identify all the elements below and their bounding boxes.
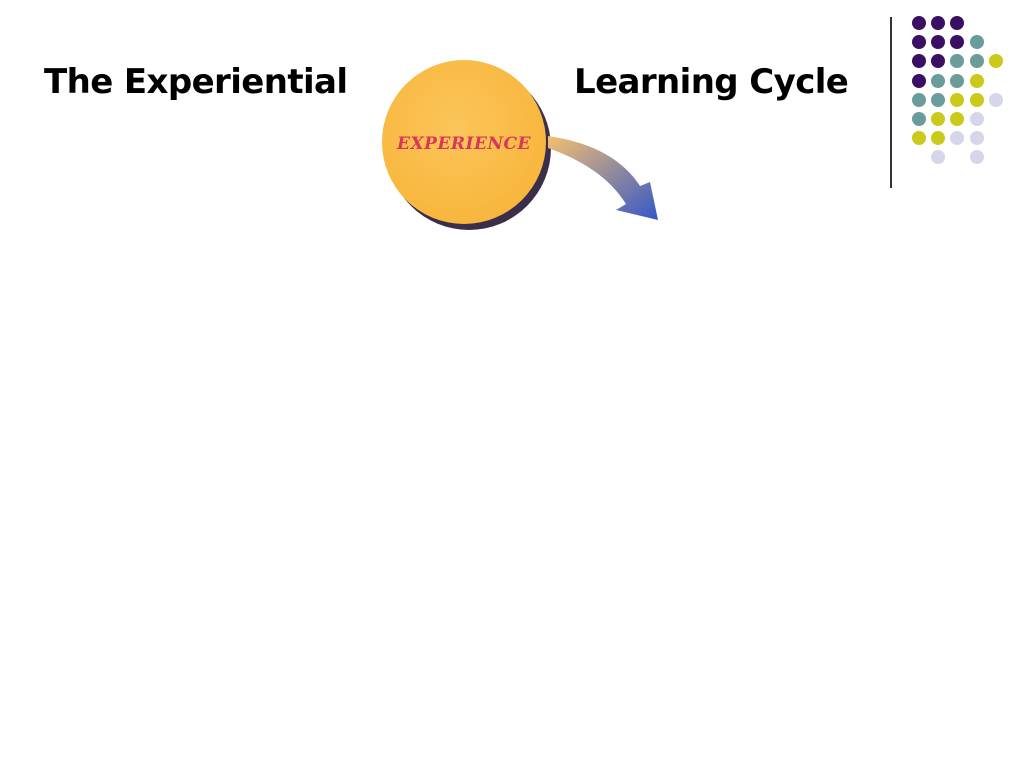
decorative-dot: [969, 92, 984, 107]
decorative-dot: [969, 73, 984, 88]
decorative-dot: [988, 54, 1003, 69]
decorative-dot: [912, 92, 926, 107]
decorative-dot: [950, 131, 965, 146]
decorative-dot: [988, 92, 1003, 107]
decorative-dot: [950, 73, 965, 88]
decorative-dot: [931, 131, 946, 146]
decorative-dot: [912, 112, 926, 126]
decorative-dot: [969, 131, 984, 146]
decorative-dot: [912, 16, 926, 30]
decorative-dot: [912, 73, 926, 88]
decorative-dot: [931, 73, 946, 88]
decorative-dot: [912, 35, 926, 50]
vertical-divider: [890, 17, 892, 188]
decorative-dot: [931, 16, 946, 30]
decorative-dot: [969, 150, 984, 165]
decorative-dot: [969, 54, 984, 69]
decorative-dot: [931, 112, 946, 126]
slide-title-left: The Experiential: [44, 62, 348, 102]
cycle-arrow: [548, 136, 658, 220]
experience-label: EXPERIENCE: [396, 134, 531, 154]
experience-circle: [382, 60, 546, 224]
decorative-dot: [912, 54, 926, 69]
decorative-dot: [912, 131, 926, 146]
decorative-dot: [950, 54, 965, 69]
decorative-dot: [931, 150, 946, 165]
decorative-dot: [969, 112, 984, 126]
decorative-dot: [931, 35, 946, 50]
decorative-dot: [931, 54, 946, 69]
decorative-dot: [969, 35, 984, 50]
slide-title-right: Learning Cycle: [574, 62, 849, 102]
decorative-dot: [950, 92, 965, 107]
decorative-dot: [950, 16, 965, 30]
decorative-dot: [950, 35, 965, 50]
decorative-dot: [950, 112, 965, 126]
experience-diagram: EXPERIENCE: [382, 60, 658, 230]
decorative-dot: [931, 92, 946, 107]
